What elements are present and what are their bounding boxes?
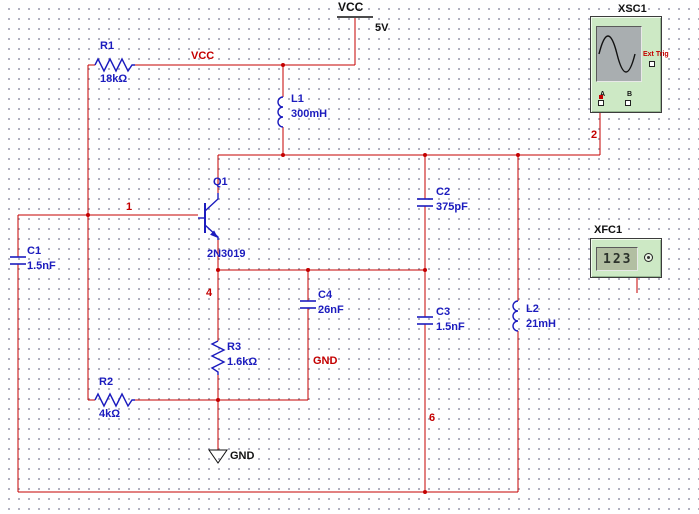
C2-value-label[interactable]: 375pF [436,201,468,213]
R3-ref-label[interactable]: R3 [227,341,242,353]
oscilloscope-ref-label[interactable]: XSC1 [618,3,647,15]
resistor-R2-symbol[interactable] [94,392,135,408]
C1-ref-label[interactable]: C1 [27,245,42,257]
junction-dot [281,153,285,157]
C1-value-label[interactable]: 1.5nF [27,260,56,272]
C4-value-label[interactable]: 26nF [318,304,344,316]
R3-value-label[interactable]: 1.6kΩ [227,356,258,368]
L2-ref-label[interactable]: L2 [526,303,539,315]
C2-ref-label[interactable]: C2 [436,186,451,198]
channel-b-label: B [627,91,633,98]
junction-dot [216,268,220,272]
sine-wave-icon [598,35,636,73]
Q1-value-label[interactable]: 2N3019 [207,248,246,260]
freq-counter-ref-label[interactable]: XFC1 [594,224,623,236]
C3-ref-label[interactable]: C3 [436,306,451,318]
channel-a-connected-mark [599,95,603,99]
channel-a-label: A [600,89,605,101]
npn-transistor-Q1-symbol[interactable] [198,193,219,240]
capacitor-C4-symbol[interactable] [300,300,316,309]
net-label-vcc[interactable]: VCC [191,50,215,62]
capacitor-C3-symbol[interactable] [417,316,433,325]
Q1-ref-label[interactable]: Q1 [213,176,228,188]
inductor-L2-symbol[interactable] [512,300,519,332]
R2-ref-label[interactable]: R2 [99,376,114,388]
junction-dot [281,63,285,67]
vcc-symbol-label[interactable]: VCC [338,0,364,14]
ext-trig-terminal[interactable] [649,61,655,67]
net-label-gnd[interactable]: GND [313,355,338,367]
freq-counter-display: 123 [596,247,638,271]
net-label-6[interactable]: 6 [429,412,436,424]
R2-value-label[interactable]: 4kΩ [99,408,121,420]
capacitor-C1-symbol[interactable] [10,256,26,265]
freq-counter-terminal-dot [647,256,650,259]
junction-dot [423,490,427,494]
resistor-R1-symbol[interactable] [94,57,135,73]
L1-value-label[interactable]: 300mH [291,108,328,120]
capacitor-C2-symbol[interactable] [417,198,433,207]
vcc-value-label[interactable]: 5V [375,22,389,34]
resistor-R3-symbol[interactable] [210,340,226,375]
ext-trig-label: Ext Trig [643,51,669,58]
junction-dot [216,398,220,402]
net-label-4[interactable]: 4 [206,287,213,299]
channel-a-terminal[interactable] [598,100,604,106]
inductor-L1-symbol[interactable] [277,96,284,128]
oscilloscope-icon[interactable]: Ext Trig A B [590,16,669,113]
ground-symbol-label[interactable]: GND [230,450,255,462]
net-label-2[interactable]: 2 [591,129,598,141]
ground-symbol[interactable] [208,449,228,464]
net-label-1[interactable]: 1 [126,201,133,213]
channel-b-terminal[interactable] [625,100,631,106]
oscilloscope-screen [596,26,642,82]
R1-ref-label[interactable]: R1 [100,40,115,52]
freq-counter-icon[interactable]: 123 [590,238,662,278]
junction-dot [516,153,520,157]
L2-value-label[interactable]: 21mH [526,318,556,330]
junction-dot [423,153,427,157]
junction-dot [306,268,310,272]
L1-ref-label[interactable]: L1 [291,93,304,105]
C4-ref-label[interactable]: C4 [318,289,333,301]
junction-dot [423,268,427,272]
R1-value-label[interactable]: 18kΩ [100,73,128,85]
C3-value-label[interactable]: 1.5nF [436,321,465,333]
junction-dot [86,213,90,217]
